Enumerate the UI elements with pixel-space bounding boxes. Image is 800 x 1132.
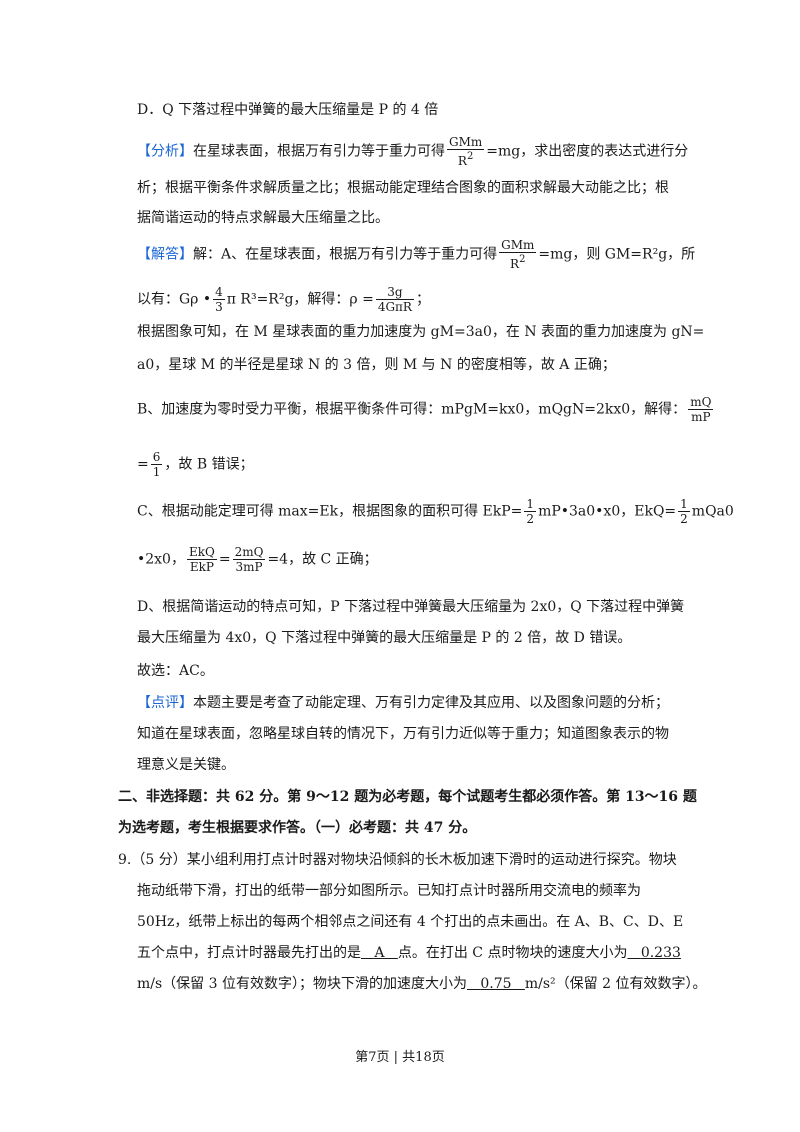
- answer-line-11: 故选：AC。: [137, 663, 214, 679]
- section-heading-line-2: 为选考题，考生根据要求作答。（一）必考题：共 47 分。: [118, 820, 477, 836]
- option-d: D．Q 下落过程中弹簧的最大压缩量是 P 的 4 倍: [137, 102, 439, 118]
- q9-line-4: 五个点中，打点计时器最先打出的是 A 点。在打出 C 点时物块的速度大小为 0.…: [137, 945, 681, 961]
- answer-line-5: B、加速度为零时受力平衡，根据平衡条件可得：mPgM=kx0，mQgN=2kx0…: [137, 395, 714, 424]
- comment-line-1: 【点评】本题主要是考查了动能定理、万有引力定律及其应用、以及图象问题的分析；: [137, 695, 669, 711]
- blank-answer-1: A: [374, 945, 385, 961]
- answer-line-4: a0，星球 M 的半径是星球 N 的 3 倍，则 M 与 N 的密度相等，故 A…: [137, 357, 616, 373]
- page-footer: 第7页 | 共18页: [355, 1050, 445, 1065]
- blank-answer-3: 0.75: [480, 976, 512, 992]
- answer-line-10: 最大压缩量为 4x0，Q 下落过程中弹簧的最大压缩量是 P 的 2 倍，故 D …: [137, 630, 632, 646]
- section-heading-line-1: 二、非选择题：共 62 分。第 9～12 题为必考题，每个试题考生都必须作答。第…: [118, 789, 697, 805]
- answer-line-9: D、根据简谐运动的特点可知，P 下落过程中弹簧最大压缩量为 2x0，Q 下落过程…: [137, 599, 685, 615]
- q9-line-3: 50Hz，纸带上标出的每两个相邻点之间还有 4 个打出的点未画出。在 A、B、C…: [137, 914, 684, 930]
- analysis-line-2: 析；根据平衡条件求解质量之比；根据动能定理结合图象的面积求解最大动能之比；根: [137, 180, 669, 196]
- comment-line-3: 理意义是关键。: [137, 757, 235, 773]
- q9-line-5: m/s（保留 3 位有效数字）；物块下滑的加速度大小为 0.75 m/s²（保留…: [137, 976, 707, 992]
- analysis-tag: 【分析】: [137, 143, 193, 160]
- q9-line-2: 拖动纸带下滑，打出的纸带一部分如图所示。已知打点计时器所用交流电的频率为: [137, 883, 641, 899]
- comment-tag: 【点评】: [137, 695, 193, 711]
- q9-line-1: 9.（5 分）某小组利用打点计时器对物块沿倾斜的长木板加速下滑时的运动进行探究。…: [118, 852, 677, 868]
- comment-line-2: 知道在星球表面，忽略星球自转的情况下，万有引力近似等于重力；知道图象表示的物: [137, 726, 669, 742]
- answer-tag: 【解答】: [137, 246, 193, 263]
- blank-answer-2: 0.233: [640, 945, 681, 961]
- answer-line-3: 根据图象可知，在 M 星球表面的重力加速度为 gM=3a0，在 N 表面的重力加…: [137, 324, 705, 340]
- analysis-line-3: 据简谐运动的特点求解最大压缩量之比。: [137, 210, 389, 226]
